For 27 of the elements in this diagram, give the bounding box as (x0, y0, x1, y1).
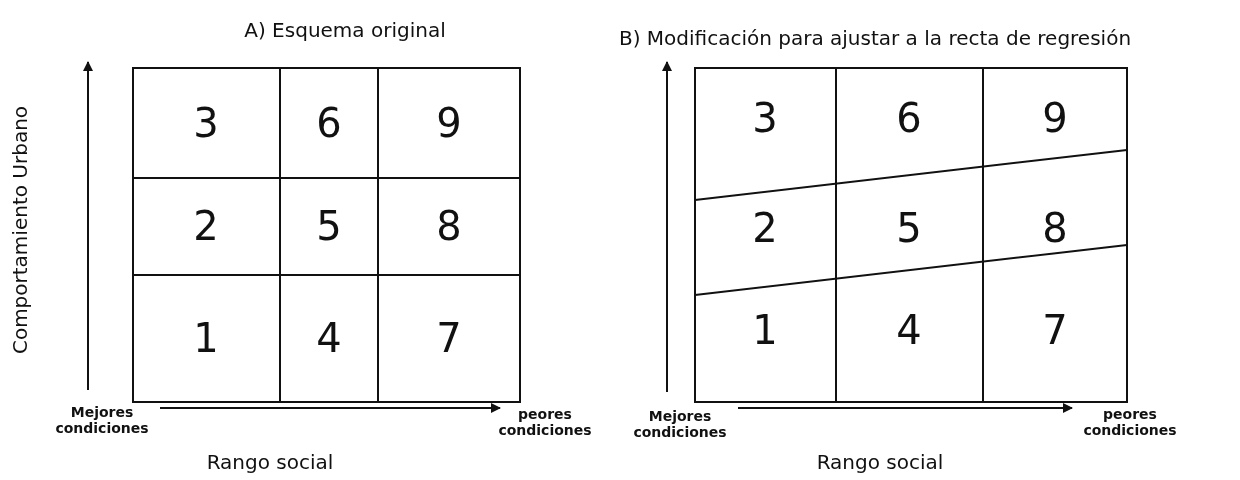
grid-number: 1 (193, 315, 219, 361)
axis-end-label: Mejores condiciones (54, 403, 150, 437)
axis-label: Rango social (816, 450, 944, 474)
grid-number: 6 (316, 100, 342, 146)
grid-number: 8 (1042, 205, 1068, 251)
axis-end-label: peores condiciones (497, 405, 593, 439)
grid-number: 4 (896, 307, 922, 353)
axis-label: Comportamiento Urbano (8, 105, 32, 355)
grid-number: 4 (316, 315, 342, 361)
grid-number: 3 (193, 100, 219, 146)
grid-number: 1 (752, 307, 778, 353)
panel-title: A) Esquema original (244, 18, 446, 42)
grid-number: 9 (436, 100, 462, 146)
grid-number: 3 (752, 95, 778, 141)
axis-end-label: peores condiciones (1082, 405, 1178, 439)
grid-number: 7 (436, 315, 462, 361)
grid-number: 2 (752, 205, 778, 251)
grid-number: 6 (896, 95, 922, 141)
grid-number: 8 (436, 203, 462, 249)
grid-number: 2 (193, 203, 219, 249)
panel-title: B) Modificación para ajustar a la recta de regresión (618, 26, 1132, 50)
grid-number: 5 (316, 203, 342, 249)
grid-number: 9 (1042, 95, 1068, 141)
axis-label: Rango social (206, 450, 334, 474)
grid-number: 5 (896, 205, 922, 251)
axis-end-label: Mejores condiciones (632, 407, 728, 441)
grid-number: 7 (1042, 307, 1068, 353)
